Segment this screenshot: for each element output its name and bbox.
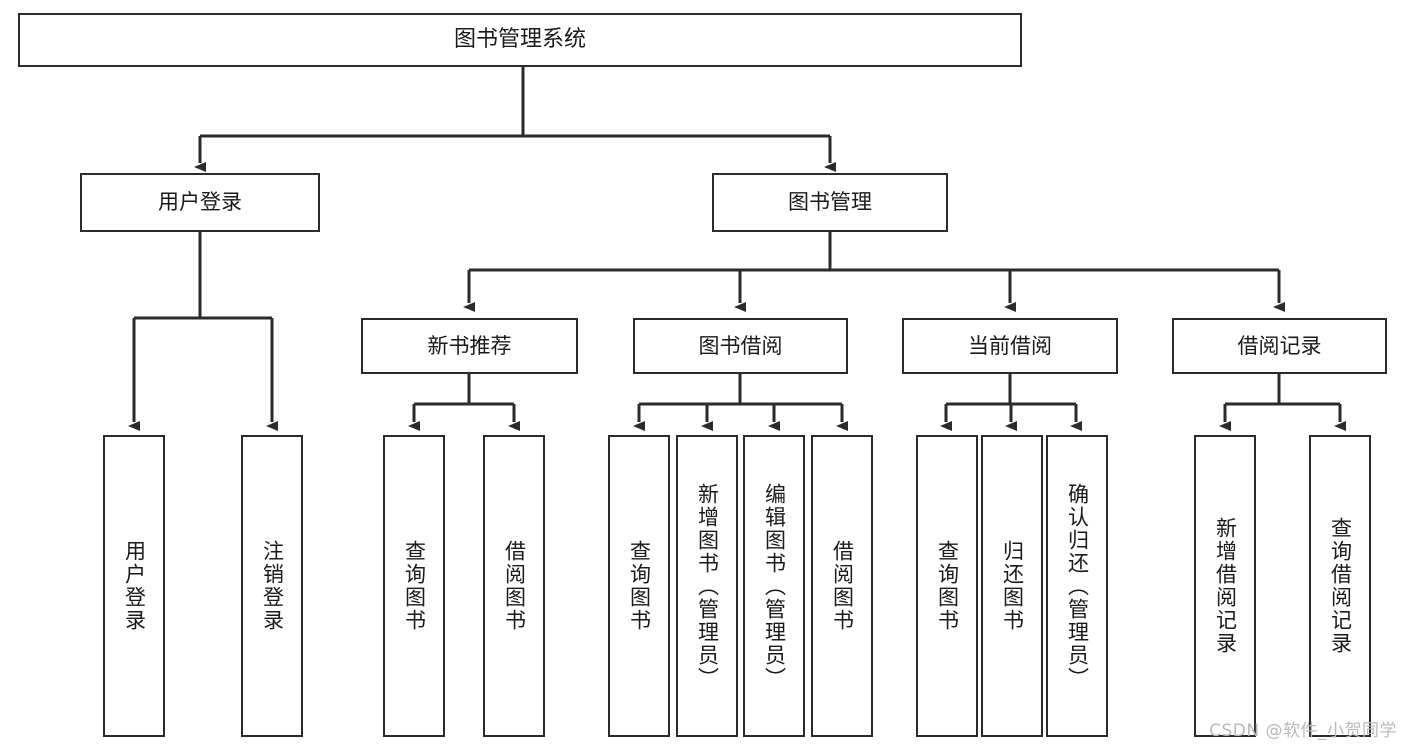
node-label: 用户登录 [158,190,242,215]
leaf-label: 查询借阅记录 [1328,517,1353,655]
leaf-borrow-query-book[interactable]: 查询图书 [608,435,670,737]
leaf-label: 查询图书 [935,540,960,632]
node-label: 借阅记录 [1237,333,1322,358]
leaf-current-return-book[interactable]: 归还图书 [981,435,1043,737]
csdn-watermark: CSDN @软件_小贺同学 [1209,721,1397,741]
leaf-label: 新增图书（管理员） [695,482,720,690]
node-label: 图书管理 [788,190,872,215]
node-borrow-record[interactable]: 借阅记录 [1172,318,1387,374]
node-book-management[interactable]: 图书管理 [712,173,948,232]
node-book-borrow[interactable]: 图书借阅 [633,318,848,374]
leaf-label: 查询图书 [402,540,427,632]
leaf-label: 归还图书 [1000,540,1025,632]
leaf-current-query-book[interactable]: 查询图书 [916,435,978,737]
leaf-user-login-login[interactable]: 用户登录 [103,435,165,737]
node-current-borrow[interactable]: 当前借阅 [902,318,1118,374]
node-label: 图书借阅 [698,333,783,358]
leaf-label: 查询图书 [627,540,652,632]
leaf-label: 借阅图书 [830,540,855,632]
leaf-label: 编辑图书（管理员） [762,482,787,690]
leaf-borrow-borrow-book[interactable]: 借阅图书 [811,435,873,737]
leaf-borrow-edit-book-admin[interactable]: 编辑图书（管理员） [743,435,805,737]
node-root-book-management-system[interactable]: 图书管理系统 [18,13,1022,67]
leaf-label: 新增借阅记录 [1213,517,1238,655]
node-label: 当前借阅 [968,333,1052,358]
leaf-new-book-query[interactable]: 查询图书 [383,435,445,737]
leaf-record-query-record[interactable]: 查询借阅记录 [1309,435,1371,737]
node-new-book-recommend[interactable]: 新书推荐 [361,318,578,374]
leaf-label: 用户登录 [122,540,147,632]
node-label: 图书管理系统 [453,27,586,53]
leaf-current-confirm-return-admin[interactable]: 确认归还（管理员） [1046,435,1108,737]
leaf-label: 借阅图书 [502,540,527,632]
leaf-user-login-logout[interactable]: 注销登录 [241,435,303,737]
leaf-label: 确认归还（管理员） [1065,482,1090,690]
leaf-label: 注销登录 [260,540,285,632]
leaf-record-add-record[interactable]: 新增借阅记录 [1194,435,1256,737]
node-label: 新书推荐 [427,333,512,358]
leaf-new-book-borrow[interactable]: 借阅图书 [483,435,545,737]
leaf-borrow-add-book-admin[interactable]: 新增图书（管理员） [676,435,738,737]
node-user-login[interactable]: 用户登录 [80,173,320,232]
